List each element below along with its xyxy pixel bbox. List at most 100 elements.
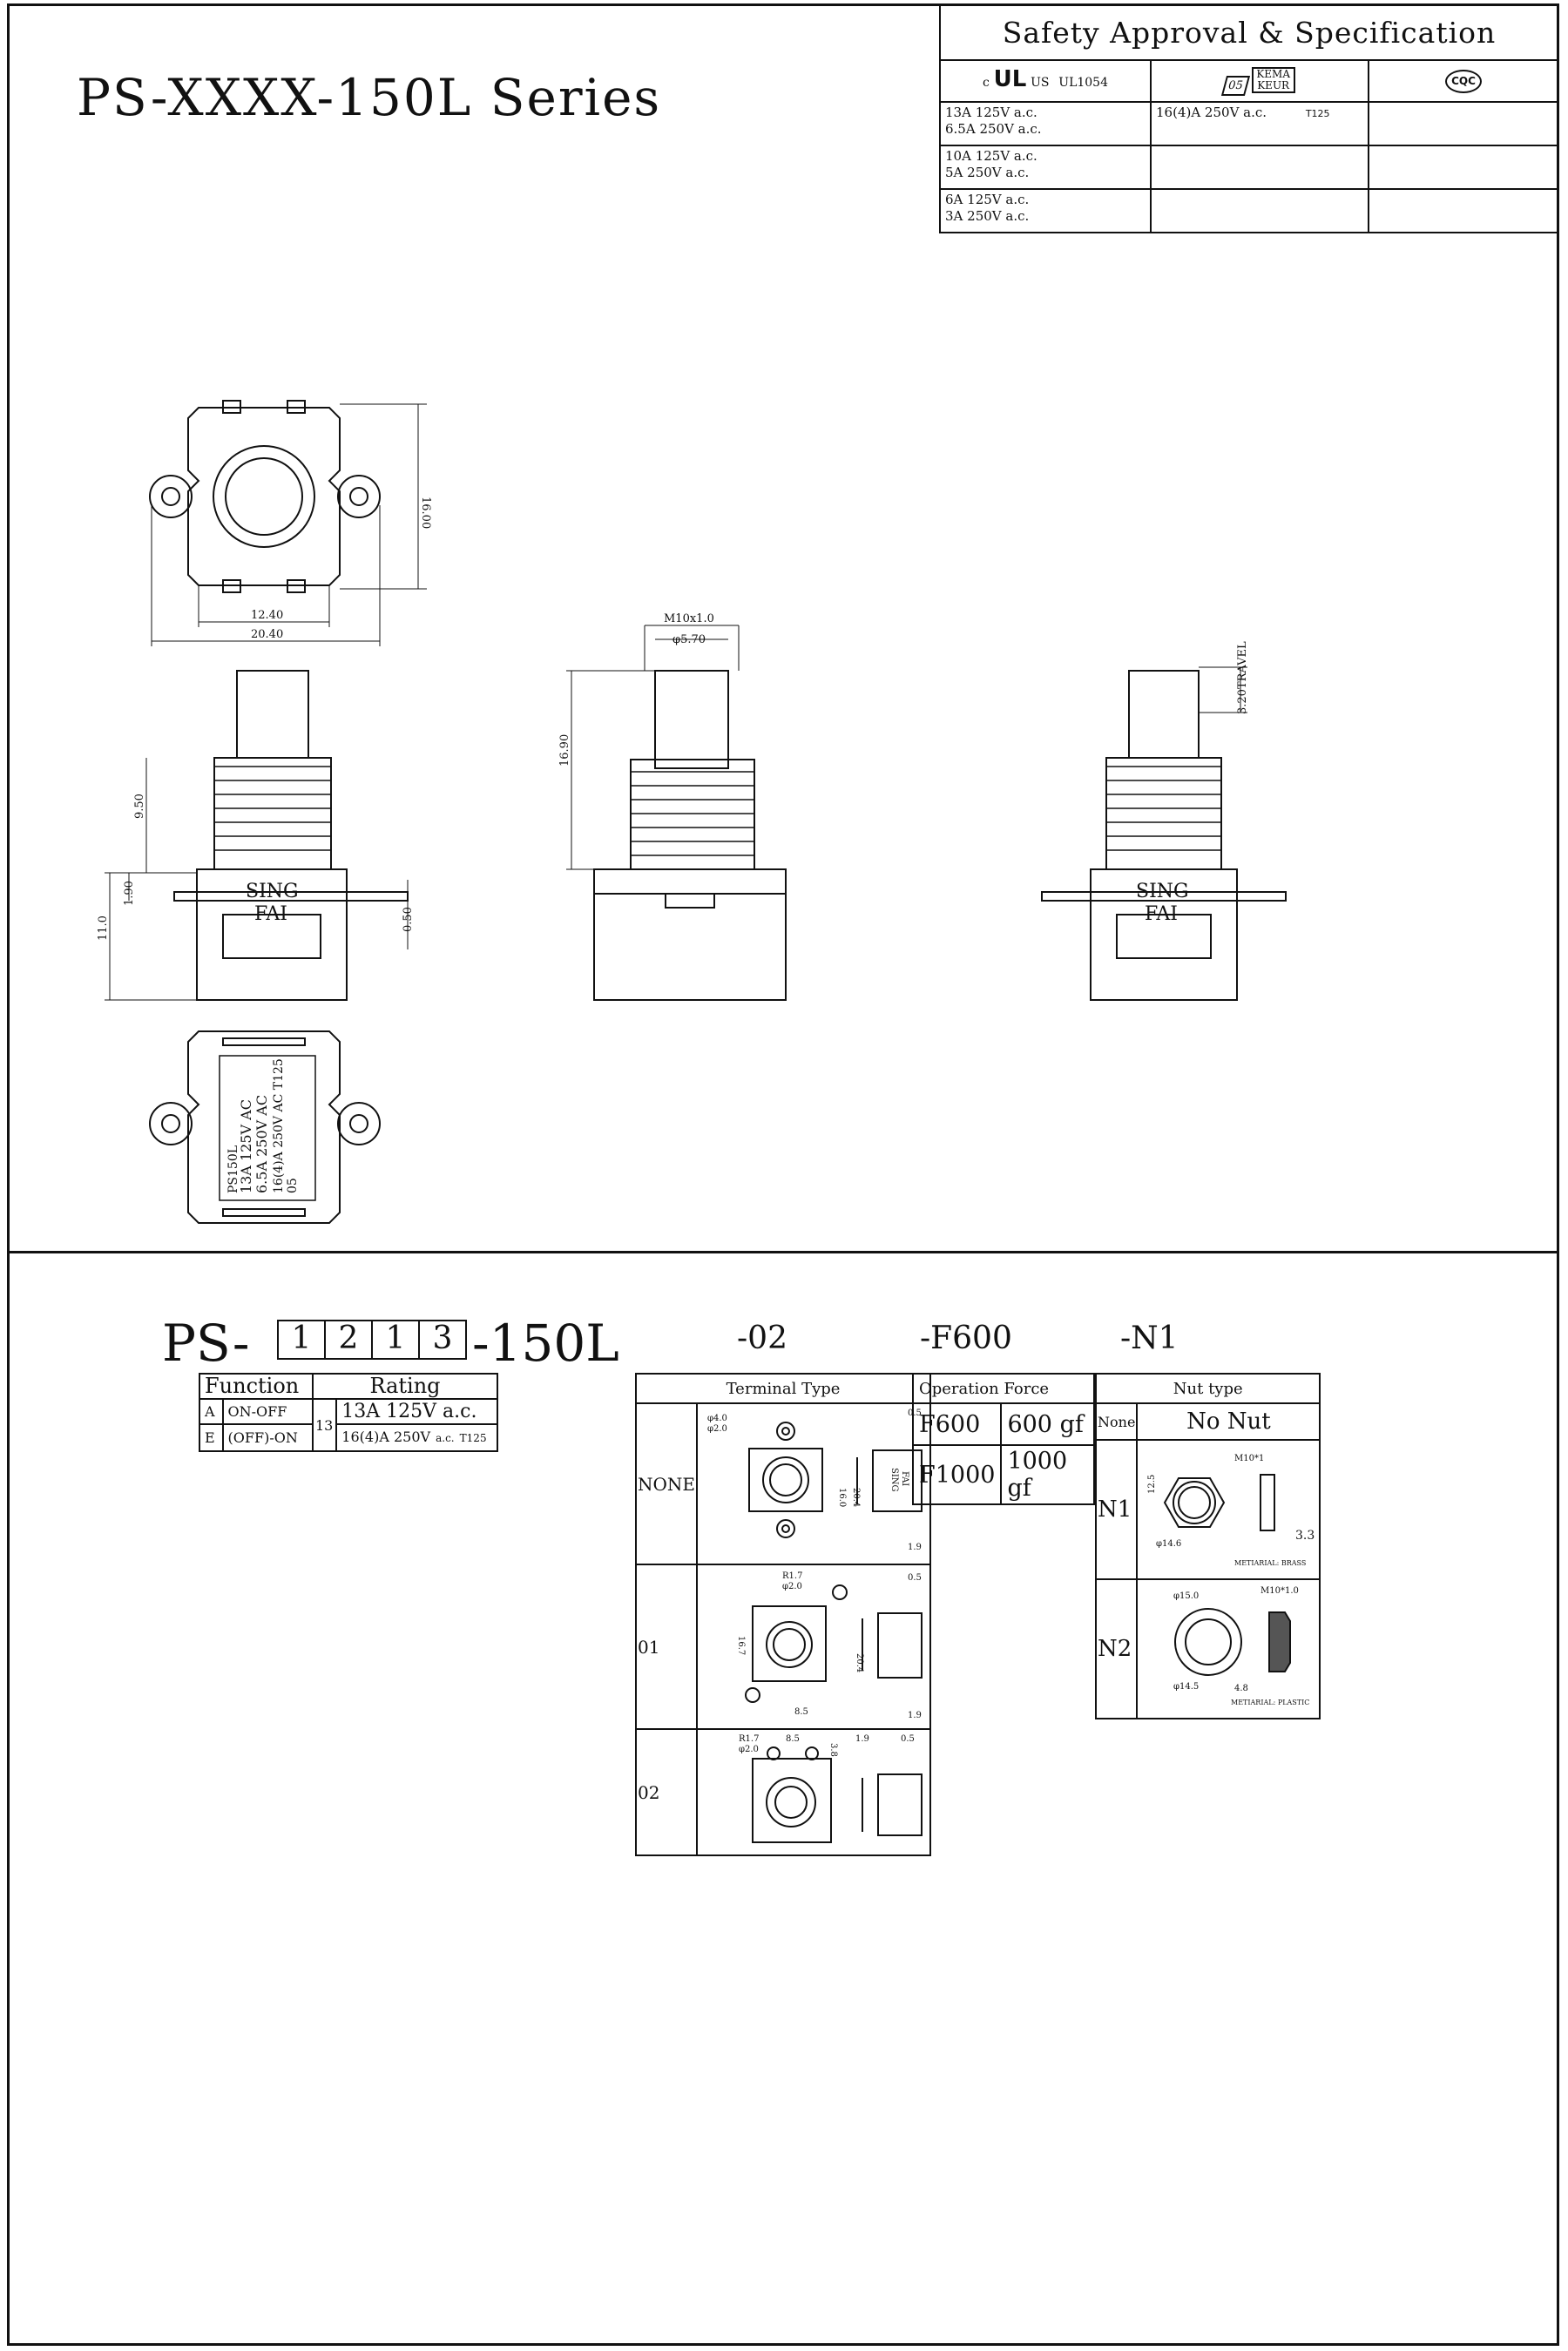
opt-terminal: -02 xyxy=(737,1321,787,1356)
dim-1-90: 1.90 xyxy=(123,881,136,906)
dim-label: 8.5 xyxy=(794,1707,808,1717)
cqc-logo-icon: CQC xyxy=(1445,69,1482,93)
side-view-right xyxy=(1041,666,1287,1001)
dim-label: φ2.0 xyxy=(782,1582,802,1591)
rating-code: 13 xyxy=(311,1398,338,1452)
dim-label: R1.7 xyxy=(782,1571,802,1581)
spec-heading: Safety Approval & Specification xyxy=(939,3,1559,61)
dim-label: 4.8 xyxy=(1234,1684,1248,1693)
body-text-sing: SING xyxy=(1136,881,1189,902)
terminal-02-drawing: R1.7 φ2.0 8.5 3.8 1.9 0.5 xyxy=(739,1734,923,1843)
part-prefix: PS- xyxy=(162,1314,250,1373)
dim-16-00: 16.00 xyxy=(419,497,432,529)
dim-11-0: 11.0 xyxy=(97,915,110,941)
nut-n1-drawing: M10*1 12.5 φ14.6 3.3 METIARIAL: BRASS xyxy=(1147,1454,1315,1567)
enec-rating xyxy=(1150,145,1369,190)
spec-row: 6A 125V a.c.3A 250V a.c. xyxy=(939,188,1559,233)
ul-rating-line: 10A 125V a.c. xyxy=(945,148,1037,164)
nut-code: None xyxy=(1094,1402,1139,1441)
dim-label: 12.5 xyxy=(1147,1475,1157,1494)
dim-label: 0.5 xyxy=(908,1573,922,1583)
kema-logo-icon: KEMA KEUR xyxy=(1251,66,1295,93)
force-header: Operation Force xyxy=(912,1373,1095,1404)
opt-nut: -N1 xyxy=(1120,1321,1179,1356)
nut-n2-drawing: φ15.0 M10*1.0 φ14.5 4.8 METIARIAL: PLAST… xyxy=(1173,1586,1309,1706)
spec-row: 10A 125V a.c.5A 250V a.c. xyxy=(939,145,1559,190)
dim-label: φ15.0 xyxy=(1173,1591,1199,1601)
side-view-center xyxy=(566,625,787,1001)
dim-label: φ14.5 xyxy=(1173,1682,1199,1692)
enec-t-rating: T125 xyxy=(1305,108,1330,119)
operation-force-table: Operation Force F600 600 gf F1000 1000 g… xyxy=(911,1373,1095,1505)
ul-rating-line: 5A 250V a.c. xyxy=(945,165,1030,180)
dim-20-40: 20.40 xyxy=(251,628,283,641)
enec-rating: 16(4)A 250V a.c. xyxy=(1156,105,1267,120)
dim-label: φ14.6 xyxy=(1156,1539,1181,1549)
dim-label: 1.9 xyxy=(908,1543,922,1552)
dim-label: 16.7 xyxy=(736,1636,746,1655)
dim-label: φ2.0 xyxy=(739,1745,759,1754)
label-logo: 05 xyxy=(286,1178,300,1193)
nut-material: METIARIAL: PLASTIC xyxy=(1231,1699,1309,1706)
dim-label: M10*1.0 xyxy=(1260,1586,1299,1596)
nut-code: N2 xyxy=(1094,1578,1139,1719)
ul-logo-icon: UL xyxy=(993,65,1027,92)
body-text-sing: SING xyxy=(246,881,299,902)
cqc-rating xyxy=(1368,101,1559,146)
force-value: 600 gf xyxy=(1000,1402,1095,1446)
drawing-frame xyxy=(7,3,1559,2346)
technical-drawing: 16.00 12.40 20.40 M10x1.0 φ5.70 16.90 9.… xyxy=(97,400,1287,1224)
dim-travel: 3.20TRAVEL xyxy=(1236,641,1249,714)
terminal-type-table: Terminal Type NONE φ4.0 φ2.0 0.5 16.0 20… xyxy=(635,1373,931,1856)
function-name: ON-OFF xyxy=(221,1398,314,1425)
part-suffix: -150L xyxy=(472,1314,619,1373)
ul-rating-line: 6.5A 250V a.c. xyxy=(945,121,1042,137)
bottom-view xyxy=(149,1030,381,1224)
nut-desc: No Nut xyxy=(1136,1402,1321,1441)
nut-code: N1 xyxy=(1094,1439,1139,1580)
label-line3: 6.5A 250V AC xyxy=(253,1095,270,1193)
spec-row: 13A 125V a.c.6.5A 250V a.c. 16(4)A 250V … xyxy=(939,101,1559,146)
terminal-header: Terminal Type xyxy=(635,1373,931,1404)
enec-cert-cell: 05 KEMA KEUR xyxy=(1150,59,1369,103)
terminal-row-label: NONE xyxy=(635,1402,698,1565)
dim-label: φ4.0 xyxy=(707,1414,727,1423)
top-view xyxy=(149,400,427,646)
dim-label: 16.0 xyxy=(837,1488,847,1507)
dim-label: 3.3 xyxy=(1295,1529,1315,1543)
safety-approval-table: Safety Approval & Specification c UL US … xyxy=(939,3,1559,233)
dim-label: M10*1 xyxy=(1234,1454,1264,1463)
force-code: F600 xyxy=(911,1402,1003,1446)
terminal-none-drawing: φ4.0 φ2.0 0.5 16.0 20.4 1.9 SING FAI xyxy=(707,1409,923,1552)
body-text-sing: SING xyxy=(889,1468,899,1492)
rating-value: 16(4)A 250V xyxy=(341,1429,431,1445)
dim-9-50: 9.50 xyxy=(133,794,146,819)
dim-label: 20.4 xyxy=(855,1653,864,1672)
opt-force: -F600 xyxy=(920,1321,1012,1356)
function-header: Function xyxy=(199,1373,314,1400)
cqc-cert-cell: CQC xyxy=(1368,59,1559,103)
enec-rating xyxy=(1150,188,1369,233)
dim-label: R1.7 xyxy=(739,1734,759,1744)
dim-0-50: 0.50 xyxy=(402,907,415,932)
body-text-fai: FAI xyxy=(1145,903,1178,925)
force-value: 1000 gf xyxy=(1000,1444,1095,1505)
nut-header: Nut type xyxy=(1094,1373,1321,1404)
ul-prefix: c xyxy=(983,75,990,90)
dim-label: 1.9 xyxy=(855,1734,869,1744)
ul-cert-cell: c UL US UL1054 xyxy=(939,59,1152,103)
function-name: (OFF)-ON xyxy=(221,1423,314,1452)
terminal-row-label: 02 xyxy=(635,1728,698,1856)
series-title: PS-XXXX-150L Series xyxy=(77,68,662,127)
ul-suffix: US xyxy=(1031,75,1050,90)
nut-type-table: Nut type None No Nut N1 M10*1 12.5 φ14.6… xyxy=(1094,1373,1321,1719)
rating-header: Rating xyxy=(312,1373,498,1400)
label-line4: 16(4)A 250V AC T125 xyxy=(272,1058,286,1193)
terminal-01-drawing: R1.7 φ2.0 0.5 16.7 20.4 8.5 1.9 xyxy=(736,1571,923,1720)
terminal-row-label: 01 xyxy=(635,1564,698,1730)
dim-16-90: 16.90 xyxy=(558,734,571,767)
dim-5-70: φ5.70 xyxy=(672,633,706,646)
part-digit-3: 1 xyxy=(371,1320,420,1360)
rating-temp: T125 xyxy=(459,1432,487,1444)
part-digit-4: 3 xyxy=(418,1320,467,1360)
